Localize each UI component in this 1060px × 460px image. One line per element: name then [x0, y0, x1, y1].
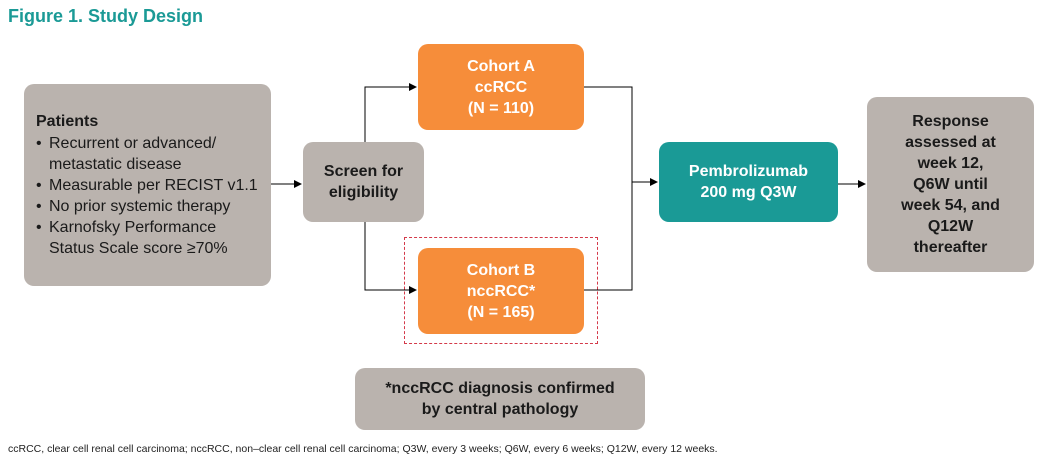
cohort-a-count: (N = 110)	[467, 99, 535, 117]
patients-criterion: Recurrent or advanced/ metastatic diseas…	[36, 133, 259, 175]
footnote-line: *nccRCC diagnosis confirmed	[385, 380, 615, 397]
footnote-line: by central pathology	[421, 401, 579, 418]
screen-line: eligibility	[328, 184, 399, 201]
cohort-b-name: Cohort B	[466, 261, 536, 279]
treatment-box: Pembrolizumab 200 mg Q3W	[659, 142, 838, 222]
cohort-a-box: Cohort A ccRCC (N = 110)	[418, 44, 584, 130]
abbreviations-caption: ccRCC, clear cell renal cell carcinoma; …	[8, 443, 718, 455]
cohort-b-dashed-outline	[404, 237, 598, 344]
figure-title: Figure 1. Study Design	[8, 6, 204, 26]
response-line: Q6W until	[913, 176, 988, 193]
cohort-b-type: nccRCC*	[466, 282, 536, 300]
response-line: week 54, and	[901, 197, 1000, 214]
cohort-a-type: ccRCC	[474, 78, 528, 96]
response-line: assessed at	[905, 134, 996, 151]
patients-criterion: Karnofsky Performance Status Scale score…	[36, 217, 259, 259]
response-box: Response assessed at week 12, Q6W until …	[867, 97, 1034, 272]
response-line: week 12,	[917, 155, 984, 172]
line-cohort-b-to-merge	[584, 182, 633, 291]
cohort-b-count: (N = 165)	[467, 303, 535, 321]
screen-line: Screen for	[323, 163, 404, 180]
patients-heading: Patients	[36, 113, 99, 130]
patients-criteria-list: Recurrent or advanced/ metastatic diseas…	[36, 133, 259, 259]
patients-criterion: No prior systemic therapy	[36, 196, 259, 217]
response-line: thereafter	[913, 239, 988, 256]
treatment-dose: 200 mg Q3W	[700, 184, 797, 201]
response-line: Q12W	[927, 218, 974, 235]
line-cohort-a-to-merge	[584, 86, 633, 182]
nccrcc-footnote-box: *nccRCC diagnosis confirmed by central p…	[355, 368, 645, 430]
patients-criterion: Measurable per RECIST v1.1	[36, 175, 259, 196]
cohort-b-box: Cohort B nccRCC* (N = 165)	[418, 248, 584, 334]
cohort-a-name: Cohort A	[467, 57, 535, 75]
patients-box: Patients Recurrent or advanced/ metastat…	[24, 84, 271, 286]
arrow-screen-to-cohort-b	[364, 222, 417, 294]
treatment-drug: Pembrolizumab	[688, 163, 809, 180]
response-line: Response	[912, 113, 989, 130]
arrow-screen-to-cohort-a	[364, 83, 417, 142]
screen-eligibility-box: Screen for eligibility	[303, 142, 424, 222]
